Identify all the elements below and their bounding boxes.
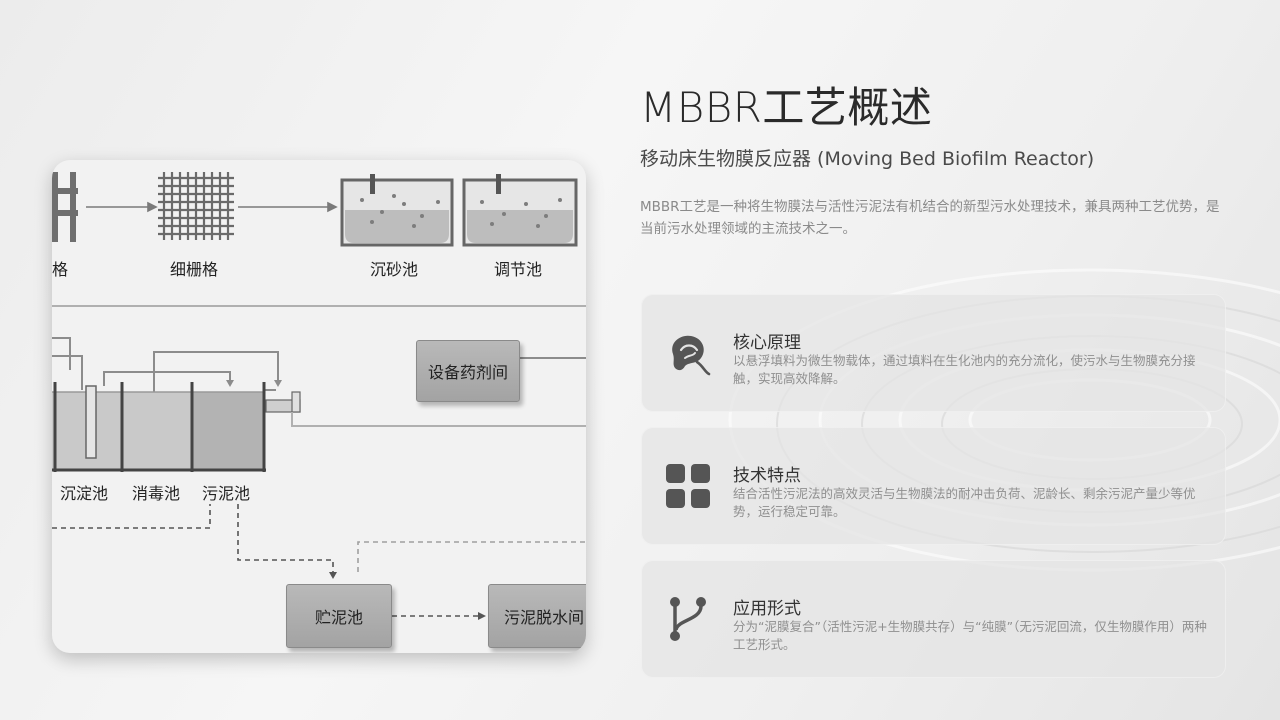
fine-screen-label: 细栅格 (170, 260, 219, 279)
branch-icon (670, 597, 706, 641)
chemical-room-label: 设备药剂间 (427, 363, 508, 382)
grid-icon (666, 464, 710, 508)
feature-title: 核心原理 (733, 333, 801, 353)
feature-text: 以悬浮填料为微生物载体，通过填料在生化池内的充分流化，使污水与生物膜充分接触，实… (733, 353, 1196, 386)
feature-card-application: 应用形式 分为“泥膜复合”（活性污泥+生物膜共存）与“纯膜”（无污泥回流，仅生物… (641, 560, 1226, 678)
sedimentation-tank-label: 沉淀池 (60, 484, 109, 503)
grit-tank-label: 沉砂池 (370, 260, 419, 279)
feature-title: 应用形式 (733, 599, 801, 619)
sludge-storage-label: 贮泥池 (314, 608, 363, 627)
page-title: MBBR工艺概述 (640, 83, 933, 132)
process-diagram-drawing (52, 172, 586, 620)
feature-card-principle: 核心原理 以悬浮填料为微生物载体，通过填料在生化池内的充分流化，使污水与生物膜充… (641, 294, 1226, 412)
feature-card-characteristics: 技术特点 结合活性污泥法的高效灵活与生物膜法的耐冲击负荷、泥龄长、剩余污泥产量少… (641, 427, 1226, 545)
brain-icon (672, 335, 711, 376)
feature-text: 分为“泥膜复合”（活性污泥+生物膜共存）与“纯膜”（无污泥回流，仅生物膜作用）两… (733, 619, 1207, 652)
page-subtitle: 移动床生物膜反应器 (Moving Bed Biofilm Reactor) (640, 148, 1095, 170)
page-description: MBBR工艺是一种将生物膜法与活性污泥法有机结合的新型污水处理技术，兼具两种工艺… (640, 199, 1220, 237)
chemical-room-box: 设备药剂间 (416, 340, 520, 402)
sludge-storage-box: 贮泥池 (286, 584, 392, 648)
fine-screen-icon (158, 172, 234, 240)
process-diagram: 格 细栅格 沉砂池 调节池 设备药剂间 沉淀池 消毒池 污泥池 贮泥池 污泥脱水… (52, 160, 586, 653)
treatment-tanks (52, 382, 586, 472)
feature-title: 技术特点 (733, 466, 801, 486)
grit-tank-icon (340, 174, 454, 247)
sludge-tank-label: 污泥池 (202, 484, 251, 503)
coarse-screen-label: 格 (52, 260, 69, 279)
coarse-screen-icon (52, 172, 78, 242)
feature-text: 结合活性污泥法的高效灵活与生物膜法的耐冲击负荷、泥龄长、剩余污泥产量少等优势，运… (733, 486, 1196, 519)
disinfection-tank-label: 消毒池 (132, 484, 181, 503)
equalization-tank-icon (462, 174, 578, 247)
dewatering-room-box: 污泥脱水间 (488, 584, 586, 648)
flow-arrow (238, 201, 338, 213)
dewatering-room-label: 污泥脱水间 (503, 608, 584, 627)
flow-arrow (86, 201, 158, 213)
equalization-tank-label: 调节池 (494, 260, 543, 279)
